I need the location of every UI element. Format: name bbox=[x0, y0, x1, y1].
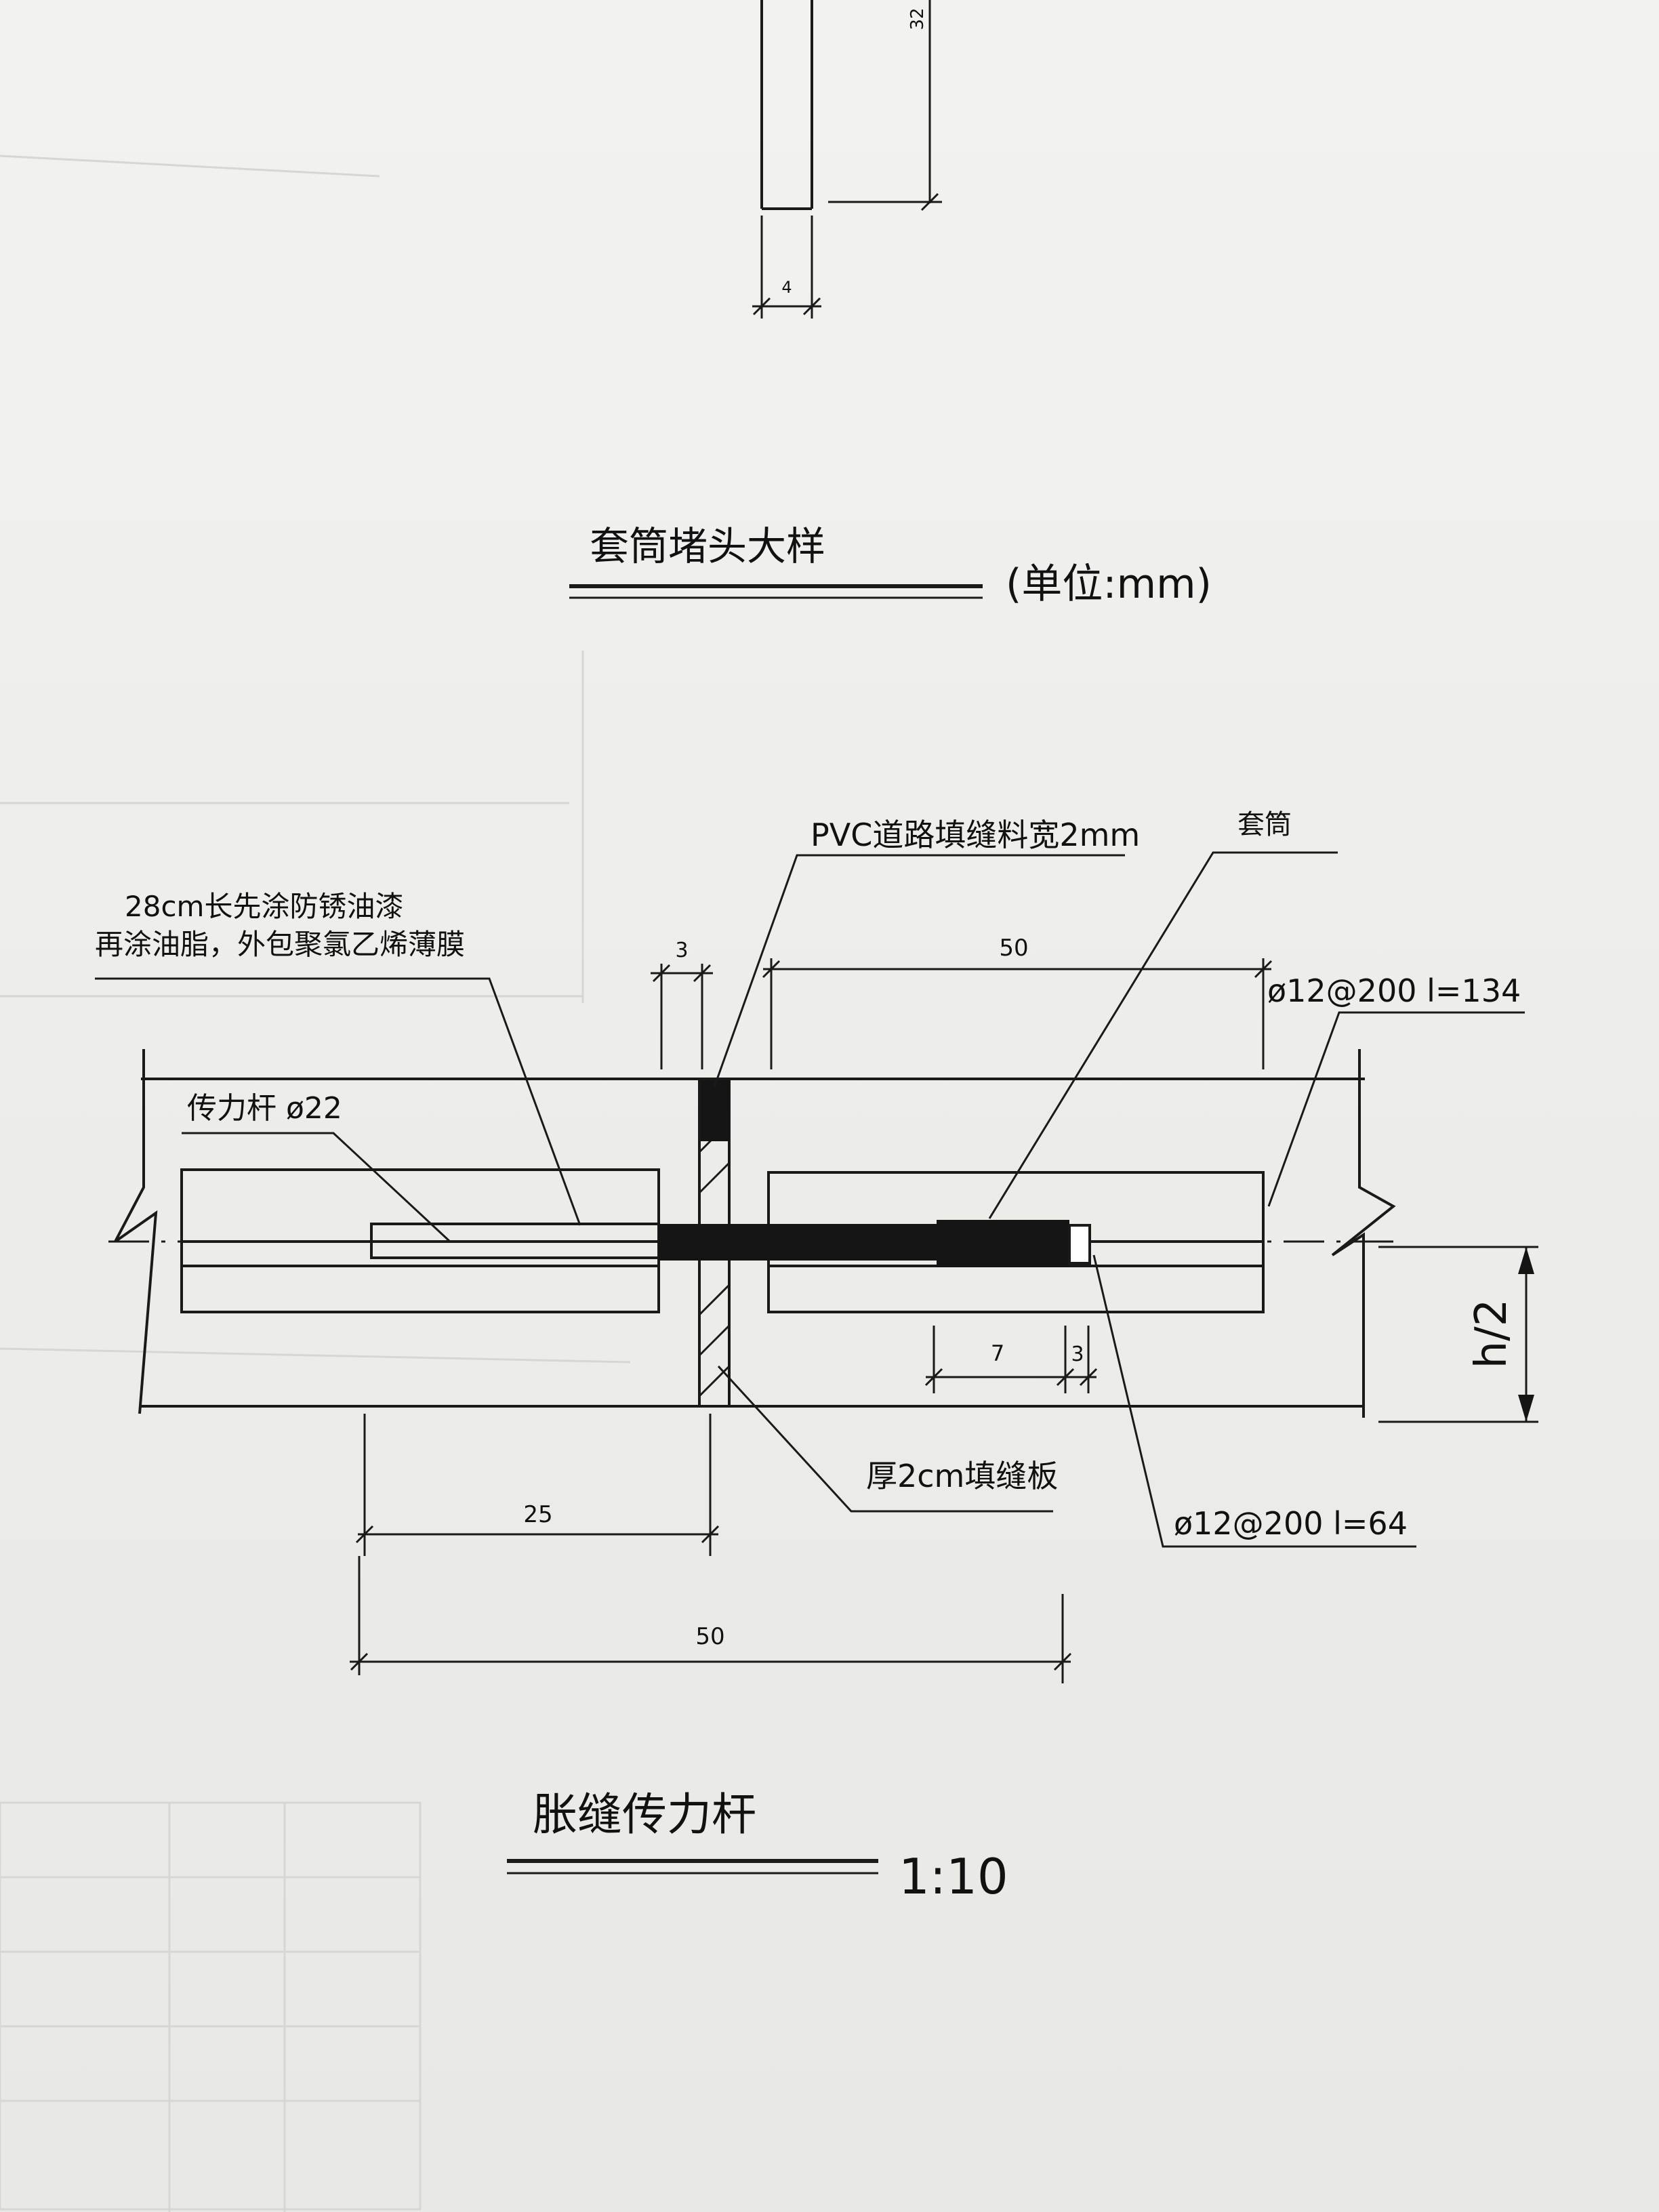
dim-sleeve-span-tick-left bbox=[762, 960, 781, 979]
sleeve-cap-detail: 32 4 套筒堵头大样 (单位:mm) bbox=[569, 0, 1212, 608]
dim-sleeve-span-label: 50 bbox=[999, 935, 1028, 962]
label-coating-line2: 再涂油脂，外包聚氯乙烯薄膜 bbox=[95, 928, 465, 961]
label-rebar-bottom: ø12@200 l=64 bbox=[1174, 1505, 1408, 1542]
pvc-filler-top bbox=[701, 1080, 729, 1141]
leader-pvc-filler bbox=[713, 854, 1125, 1088]
label-rebar-top: ø12@200 l=134 bbox=[1267, 972, 1521, 1009]
left-break-line bbox=[114, 1049, 158, 1414]
dim-full-bar-tick-left bbox=[350, 1652, 369, 1671]
dim-sleeve-cap-label: 3 bbox=[1071, 1343, 1084, 1366]
unit-note: (单位:mm) bbox=[1006, 560, 1212, 608]
dim-height-label: 32 bbox=[907, 7, 928, 30]
joint-detail-scale: 1:10 bbox=[899, 1848, 1008, 1905]
leader-rebar-top bbox=[1267, 1011, 1525, 1207]
leader-coating bbox=[95, 977, 581, 1226]
dim-height-tick bbox=[920, 192, 939, 211]
dim-gap-tick-left bbox=[652, 964, 671, 983]
dim-sleeve-span-tick-right bbox=[1254, 960, 1273, 979]
leader-dowel-bar bbox=[182, 1132, 451, 1243]
sleeve-cap bbox=[1068, 1224, 1091, 1265]
label-pvc-filler: PVC道路填缝料宽2mm bbox=[811, 817, 1140, 853]
dim-gap-label: 3 bbox=[675, 939, 688, 962]
joint-detail-title: 胀缝传力杆 bbox=[533, 1788, 756, 1841]
dim-width-tick-right bbox=[802, 297, 821, 316]
leader-rebar-bottom bbox=[1092, 1254, 1416, 1548]
dim-half-bar-tick-left bbox=[355, 1525, 374, 1544]
leader-sleeve bbox=[988, 851, 1338, 1219]
dim-half-bar-label: 25 bbox=[523, 1501, 552, 1528]
dim-full-bar-label: 50 bbox=[695, 1623, 724, 1650]
expansion-joint-detail: 3 50 PVC道路填缝料宽2mm 套筒 28cm长先涂防锈油漆 再涂油脂，外包… bbox=[95, 809, 1538, 1905]
dim-half-bar-tick-right bbox=[701, 1525, 720, 1544]
dim-sleeve-tick-left bbox=[924, 1368, 943, 1387]
label-coating-line1: 28cm长先涂防锈油漆 bbox=[125, 890, 403, 923]
label-sleeve: 套筒 bbox=[1237, 809, 1292, 840]
dim-full-bar-tick-right bbox=[1053, 1652, 1072, 1671]
dowel-bar bbox=[659, 1224, 937, 1261]
dim-sleeve-tick-mid bbox=[1056, 1368, 1075, 1387]
dim-width-label: 4 bbox=[781, 278, 792, 297]
dim-half-depth-label: h/2 bbox=[1467, 1299, 1517, 1369]
dim-sleeve-len-label: 7 bbox=[991, 1340, 1004, 1366]
dim-sleeve-tick-right bbox=[1079, 1368, 1098, 1387]
right-break-line bbox=[1331, 1049, 1396, 1418]
dowel-sleeve bbox=[937, 1220, 1069, 1267]
label-dowel-bar: 传力杆 ø22 bbox=[187, 1091, 342, 1126]
dim-half-depth-arrow-top bbox=[1518, 1247, 1534, 1274]
dim-width-tick-left bbox=[752, 297, 771, 316]
background-ghost-lines bbox=[0, 155, 631, 2212]
leader-filler-board bbox=[717, 1365, 1053, 1513]
dim-half-depth-arrow-bottom bbox=[1518, 1395, 1534, 1422]
dim-gap-tick-right bbox=[693, 964, 712, 983]
label-filler-board: 厚2cm填缝板 bbox=[866, 1458, 1058, 1494]
sleeve-detail-title: 套筒堵头大样 bbox=[590, 523, 825, 569]
